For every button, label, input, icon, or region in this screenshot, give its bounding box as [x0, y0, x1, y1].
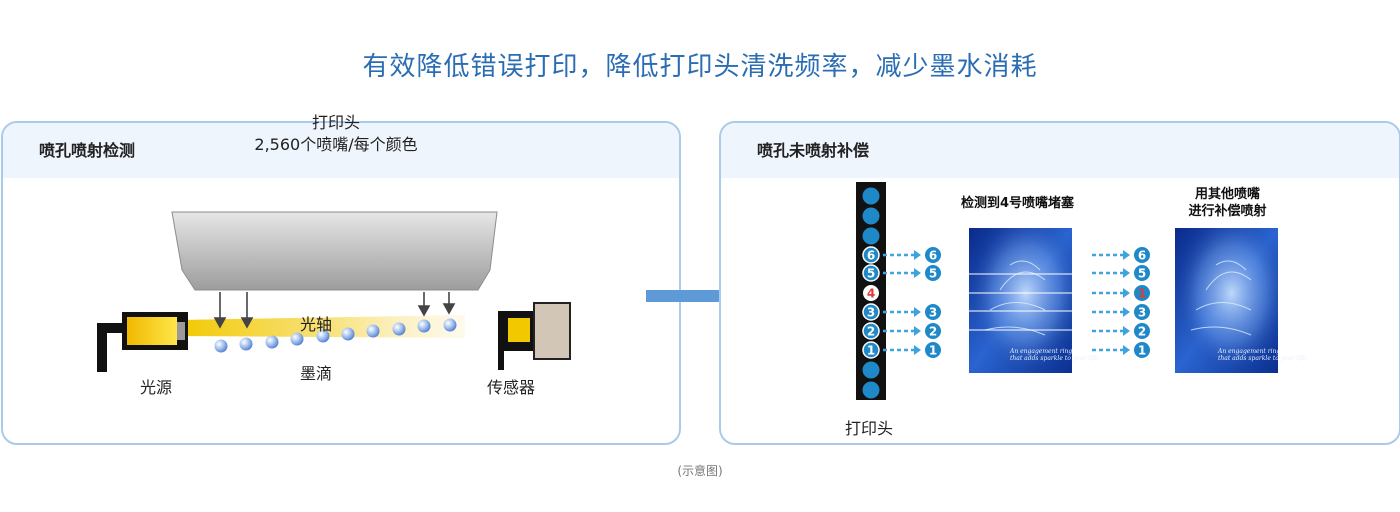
detect-caption: 检测到4号喷嘴堵塞	[960, 196, 1075, 211]
drop-arrows	[213, 292, 456, 329]
headline: 有效降低错误打印，降低打印头清洗频率，减少墨水消耗	[362, 52, 1038, 82]
compensation-diagram	[856, 182, 1278, 400]
compensated-nozzle-5-label: 5	[1138, 267, 1146, 281]
compensated-nozzle-2: 2	[1134, 323, 1150, 339]
print-head-label-group: 打印头 2,560个喷嘴/每个颜色	[172, 112, 500, 156]
nozzle-1-label: 1	[867, 344, 875, 358]
detect-arrow-6	[883, 250, 921, 260]
compensate-arrow-2	[1092, 288, 1130, 298]
detected-nozzle-2: 2	[925, 323, 941, 339]
print-head-bottom-label: 打印头	[845, 419, 894, 438]
nozzle-2-label: 2	[867, 325, 875, 339]
compensated-nozzle-3: 3	[1134, 304, 1150, 320]
optical-axis-label: 光轴	[300, 315, 333, 334]
image-overlay-text-before: An engagement ring that adds sparkle to …	[1010, 348, 1100, 362]
compensate-caption-line2: 进行补偿喷射	[1188, 204, 1267, 219]
compensate-arrow-5	[1092, 345, 1130, 355]
nozzle-blocked: 4	[863, 285, 879, 301]
compensate-caption: 用其他喷嘴 进行补偿喷射	[1160, 186, 1295, 220]
nozzle-column	[862, 187, 880, 399]
image-overlay-text-after: An engagement ring that adds sparkle to …	[1218, 348, 1308, 362]
compensate-arrow-0	[1092, 250, 1130, 260]
compensated-nozzle-1-label: 1	[1138, 344, 1146, 358]
detected-nozzle-3-label: 3	[929, 306, 937, 320]
nozzle-5-label: 5	[867, 267, 875, 281]
compensating-nozzle: 1	[1134, 285, 1150, 301]
detect-arrow-2	[883, 326, 921, 336]
nozzle-5: 5	[862, 264, 880, 282]
nozzle-compensation-title: 喷孔未喷射补偿	[721, 123, 1399, 178]
detected-nozzle-1-label: 1	[929, 344, 937, 358]
detected-nozzle-6-label: 6	[929, 249, 937, 263]
detected-nozzle-3: 3	[925, 304, 941, 320]
sensor-label: 传感器	[487, 378, 536, 397]
detection-diagram	[97, 211, 571, 372]
compensated-nozzle-5: 5	[1134, 265, 1150, 281]
nozzle-6: 6	[862, 246, 880, 264]
print-head-shape	[171, 211, 498, 291]
compensate-caption-line1: 用其他喷嘴	[1194, 187, 1260, 202]
compensated-nozzle-6: 6	[1134, 247, 1150, 263]
print-head-spec: 2,560个喷嘴/每个颜色	[254, 135, 418, 154]
detected-nozzle-1: 1	[925, 342, 941, 358]
nozzle-3-label: 3	[867, 306, 875, 320]
detect-arrow-3	[883, 307, 921, 317]
detect-arrow-5	[883, 268, 921, 278]
footer-caption: (示意图)	[677, 464, 723, 478]
compensate-arrow-3	[1092, 307, 1130, 317]
ink-drop-label: 墨滴	[300, 364, 333, 383]
sample-image-before	[969, 228, 1072, 373]
compensated-nozzle-2-label: 2	[1138, 325, 1146, 339]
sample-image-after	[1175, 228, 1278, 373]
compensated-nozzle-6-label: 6	[1138, 249, 1146, 263]
detected-nozzle-5-label: 5	[929, 267, 937, 281]
detect-arrow-1	[883, 345, 921, 355]
nozzle-3: 3	[862, 303, 880, 321]
nozzle-2: 2	[862, 322, 880, 340]
detected-nozzle-2-label: 2	[929, 325, 937, 339]
nozzle-blocked-label: 4	[867, 287, 875, 301]
compensated-nozzle-1: 1	[1134, 342, 1150, 358]
sensor	[498, 302, 571, 370]
compensated-nozzle-3-label: 3	[1138, 306, 1146, 320]
compensate-arrow-1	[1092, 268, 1130, 278]
nozzle-1: 1	[862, 341, 880, 359]
detected-nozzle-5: 5	[925, 265, 941, 281]
light-source	[97, 312, 188, 372]
compensating-nozzle-label: 1	[1138, 287, 1146, 301]
nozzle-detection-title: 喷孔喷射检测	[3, 123, 679, 178]
print-head-label: 打印头	[311, 113, 360, 132]
nozzle-6-label: 6	[867, 249, 875, 263]
compensate-arrow-4	[1092, 326, 1130, 336]
light-source-label: 光源	[140, 378, 173, 397]
ink-drops	[214, 318, 457, 353]
detected-nozzle-6: 6	[925, 247, 941, 263]
